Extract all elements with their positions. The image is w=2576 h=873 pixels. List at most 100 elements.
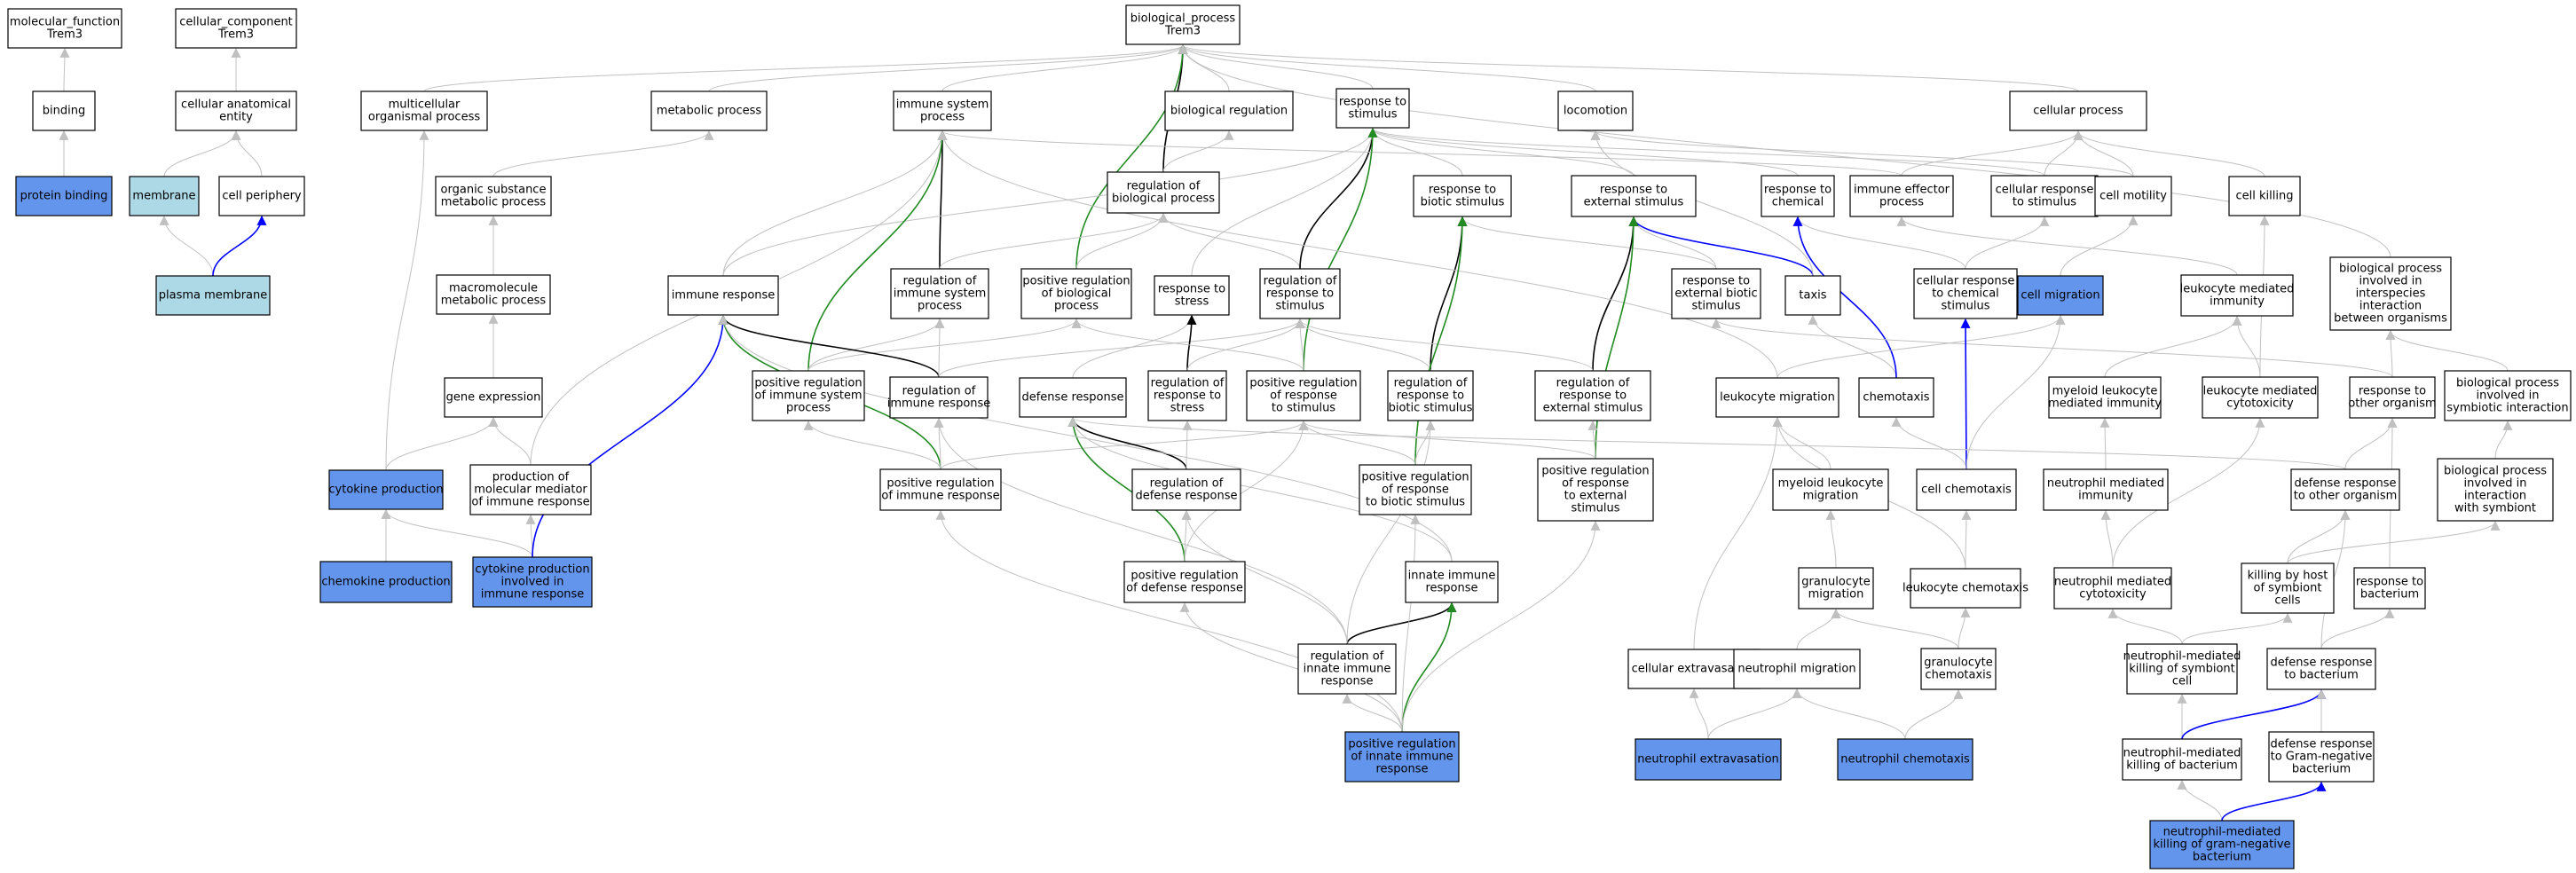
edge-path: [1299, 127, 1378, 270]
edge-path: [231, 130, 263, 177]
node-label-line: defense response: [1021, 391, 1123, 405]
node-defr[interactable]: defense response: [1019, 377, 1127, 418]
node-lmig[interactable]: leukocyte migration: [1715, 377, 1839, 418]
edge-lmig-to-isp: [937, 130, 1778, 379]
node-cchemo[interactable]: cell chemotaxis: [1916, 468, 2017, 511]
node-box: [1571, 175, 1697, 217]
edge-path: [1295, 318, 1305, 372]
node-cellper[interactable]: cell periphery: [218, 176, 305, 216]
node-cytprod[interactable]: cytokine production: [328, 469, 444, 510]
node-ge[interactable]: gene expression: [444, 377, 543, 418]
node-chemo[interactable]: chemotaxis: [1858, 377, 1934, 418]
node-ckill[interactable]: cell killing: [2228, 176, 2301, 216]
node-label-line: cellular extravasation: [1632, 663, 1757, 676]
node-cmot[interactable]: cell motility: [2094, 176, 2172, 216]
node-cellproc[interactable]: cellular process: [2009, 90, 2147, 131]
node-protbind[interactable]: protein binding: [15, 176, 113, 216]
node-pm[interactable]: plasma membrane: [155, 275, 271, 316]
node-bioreg[interactable]: biological regulation: [1164, 90, 1294, 131]
node-taxis[interactable]: taxis: [1784, 275, 1841, 316]
node-membrane[interactable]: membrane: [129, 176, 200, 216]
node-label-line: to stimulus: [2013, 196, 2076, 209]
edge-path: [722, 127, 1378, 277]
node-box: [1387, 370, 1474, 421]
edge-rtes-to-rts: [1367, 127, 1635, 177]
node-cmig[interactable]: cell migration: [2017, 275, 2104, 316]
node-nchemo[interactable]: neutrophil chemotaxis: [1837, 738, 1973, 781]
node-metab[interactable]: metabolic process: [650, 90, 768, 131]
node-chemprod[interactable]: chemokine production: [319, 561, 453, 603]
node-lchemo[interactable]: leukocyte chemotaxis: [1902, 568, 2029, 609]
edge-path: [1901, 130, 2084, 177]
node-label-line: cell: [2172, 675, 2192, 688]
node-label-line: leukocyte mediated: [2180, 283, 2295, 296]
node-ir[interactable]: immune response: [667, 275, 779, 316]
node-label-line: involved in: [2463, 477, 2526, 491]
node-binding[interactable]: binding: [32, 90, 96, 131]
node-loco[interactable]: locomotion: [1557, 90, 1634, 131]
edge-cchemo-to-chemo: [1891, 416, 1967, 470]
node-nmig[interactable]: neutrophil migration: [1733, 649, 1861, 689]
node-box: [889, 376, 989, 419]
node-nextra[interactable]: neutrophil extravasation: [1635, 738, 1782, 781]
node-label-line: neutrophil mediated: [2054, 576, 2171, 589]
